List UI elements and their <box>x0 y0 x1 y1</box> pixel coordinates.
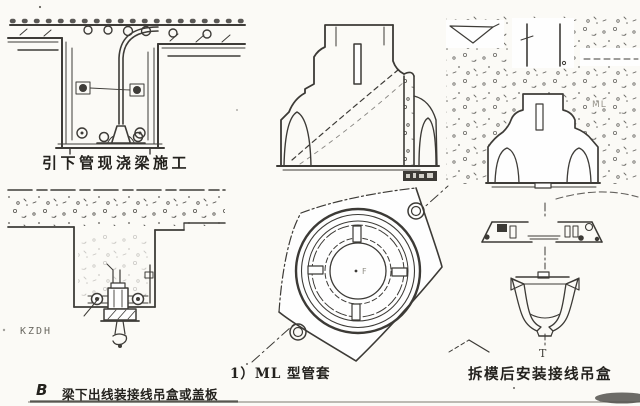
hanging-cup <box>510 271 580 337</box>
beam-couplings <box>75 81 145 97</box>
under-beam-figure <box>7 189 226 348</box>
scan-artifacts <box>2 5 640 404</box>
caption-beam-section: 引下管现浇梁施工 <box>42 154 191 172</box>
riser-pipe <box>520 23 567 67</box>
bolt-hole-top <box>407 202 425 220</box>
sleeve-section-figure <box>276 24 440 181</box>
hanging-box-figure: T <box>448 202 603 360</box>
caption-index-under-beam: B <box>36 381 48 399</box>
beam-section-figure <box>7 18 247 155</box>
sleeve-plan-figure: F <box>251 185 449 363</box>
level-triangle-icon <box>449 25 494 44</box>
concrete-stipple <box>8 192 225 226</box>
plan-center-mark: F <box>362 267 367 276</box>
caption-hanging-box: 拆模后安装接线吊盒 <box>468 366 612 383</box>
hanging-box-assembly <box>83 282 149 348</box>
bolt-hole-bottom <box>289 323 307 341</box>
datum-mark: T <box>539 347 547 360</box>
bell-fitting <box>96 125 146 144</box>
label-ml: ML <box>592 100 607 110</box>
part-number-badge <box>403 171 437 181</box>
center-slot <box>353 43 362 85</box>
caption-under-beam: 梁下出线装接线吊盒或盖板 <box>62 387 219 402</box>
label-kzdh: KZDH <box>20 326 53 337</box>
beam-formwork <box>55 37 165 155</box>
caption-sleeve-plan: 1）ML 型管套 <box>230 366 331 382</box>
conduit-elbow <box>118 26 159 125</box>
flange-section <box>481 221 603 243</box>
right-arch-opening <box>418 117 437 167</box>
embedded-sleeve-figure <box>446 16 640 200</box>
dashed-funnel-line <box>291 69 399 161</box>
left-arch-opening <box>283 111 312 167</box>
key-slots <box>307 225 408 321</box>
caret-icon <box>448 339 490 353</box>
